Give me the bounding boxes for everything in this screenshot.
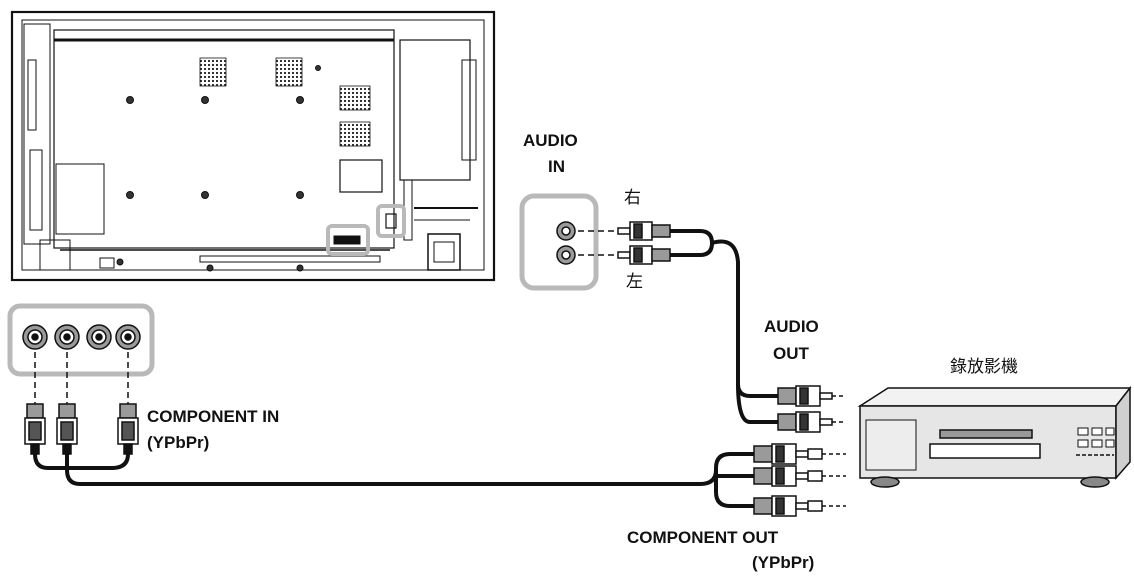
audio-out-rca-plugs: [777, 385, 846, 433]
audio-in-label-line2: IN: [548, 157, 565, 176]
component-out-rca-plugs: [753, 443, 846, 517]
bnc-plugs: [24, 403, 139, 455]
component-out-label-line2: (YPbPr): [752, 553, 815, 572]
component-out-label-line1: COMPONENT OUT: [627, 528, 779, 547]
audio-in-rca-plugs: [617, 221, 671, 265]
component-cable: [33, 452, 754, 508]
audio-in-jacks: [519, 193, 599, 291]
audio-cable: [670, 229, 778, 424]
component-in-label-line2: (YPbPr): [147, 433, 210, 452]
display-rear-panel: [10, 10, 496, 282]
vcr-device: [857, 385, 1132, 488]
port-highlight-frames: [326, 204, 406, 256]
component-in-label-line1: COMPONENT IN: [147, 407, 280, 426]
audio-out-label-line1: AUDIO: [764, 317, 819, 336]
device-name-label: 錄放影機: [950, 357, 1018, 377]
audio-out-label-line2: OUT: [773, 344, 809, 363]
left-channel-label: 左: [626, 272, 643, 292]
right-channel-label: 右: [624, 188, 641, 208]
audio-in-label-line1: AUDIO: [523, 131, 578, 150]
component-in-jacks: [7, 303, 155, 377]
